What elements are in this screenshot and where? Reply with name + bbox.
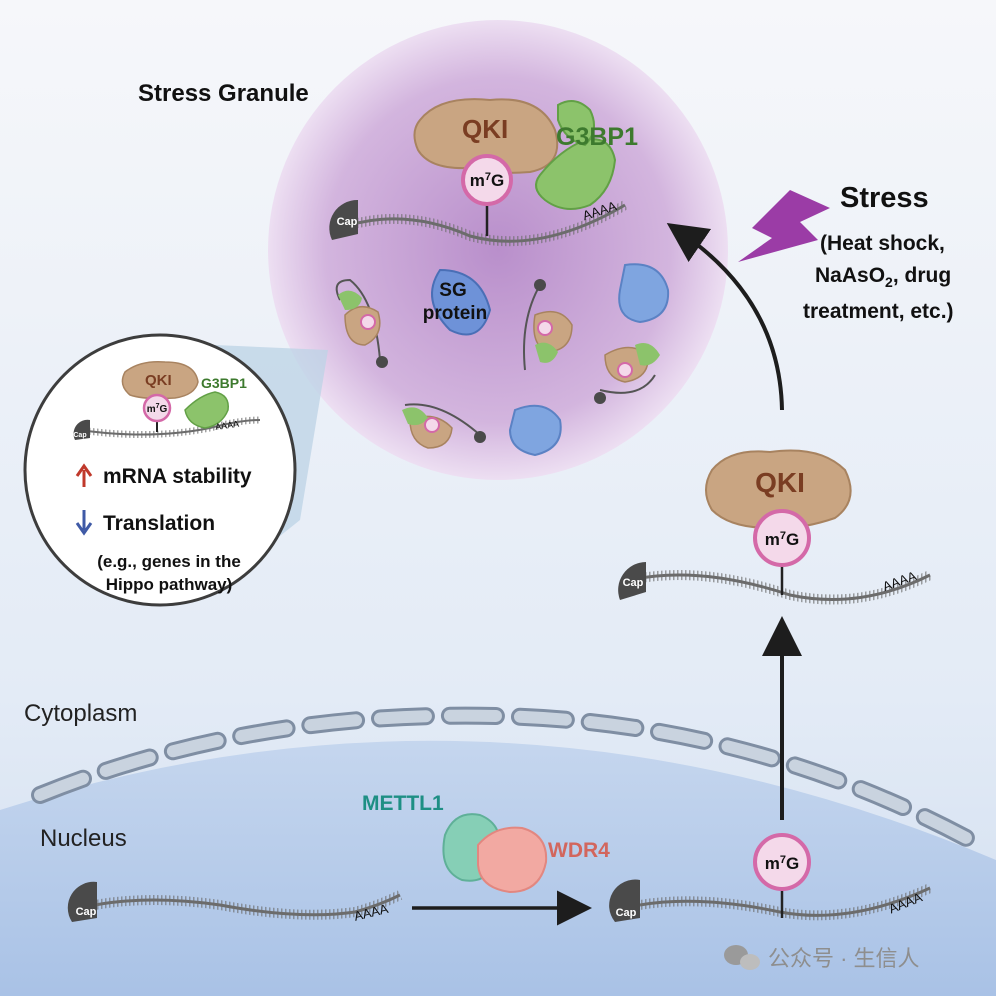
stress-detail-line2: NaAsO2, drug (815, 264, 951, 290)
qki-protein-blob (413, 98, 559, 174)
nuclear-envelope (31, 706, 979, 849)
stress-granule (268, 20, 728, 480)
cytoplasm-qki-complex (618, 449, 933, 605)
wdr4-protein-blob (477, 826, 548, 894)
inset-effect-translation: Translation (103, 512, 215, 535)
granule-qki-complex (329, 98, 628, 247)
m7g-marker-2 (753, 509, 811, 567)
inset-qki-label: QKI (145, 372, 172, 389)
inset-note-line1: (e.g., genes in the (97, 552, 241, 571)
nucleus-label: Nucleus (40, 825, 127, 852)
sg-protein-blob-3 (508, 404, 562, 457)
inset-m7g-label: m7G (147, 403, 168, 415)
inset-note-line2: Hippo pathway) (106, 575, 233, 594)
inset-cap-label: Cap (73, 432, 86, 439)
stress-detail-line3: treatment, etc.) (803, 300, 954, 323)
cap-shape-3 (67, 881, 97, 922)
stress-title: Stress (840, 182, 929, 214)
m7g-label: m7G (470, 171, 504, 190)
cap-label: Cap (337, 216, 358, 228)
m7g-marker-3 (753, 833, 811, 891)
cap-shape-2 (618, 562, 646, 600)
cytoplasm-label: Cytoplasm (24, 700, 137, 727)
wechat-icon (724, 945, 760, 970)
inset-g3bp1-blob (184, 391, 229, 429)
cytoplasm-m7g-label: m7G (765, 530, 799, 549)
qki-protein-blob-2 (705, 449, 852, 530)
cap-shape (329, 199, 358, 240)
sg-protein-label-line1: SG (439, 280, 466, 301)
nucleus-cap-label: Cap (76, 906, 97, 918)
up-arrow-icon (75, 463, 93, 487)
nucleus-cap-label-2: Cap (616, 907, 637, 919)
lightning-icon (738, 190, 830, 262)
m7g-marker (461, 154, 513, 206)
sg-protein-blob-2 (618, 263, 670, 324)
inset-effect-stability: mRNA stability (103, 465, 252, 488)
mettl1-label: METTL1 (362, 792, 444, 815)
g3bp1-label: G3BP1 (556, 123, 638, 151)
nucleus-m7g-label: m7G (765, 854, 799, 873)
nucleus-modified-mrna (609, 833, 933, 922)
nucleus-unmodified-mrna (67, 881, 403, 922)
stress-granule-label: Stress Granule (138, 80, 309, 107)
cap-shape-4 (609, 879, 640, 922)
inset-m7g-marker (142, 393, 172, 423)
qki-label: QKI (462, 114, 508, 144)
sg-protein-blob (431, 268, 492, 336)
inset-polya-label: AAAA (214, 419, 239, 432)
inset-cap-shape (73, 419, 90, 440)
granule-small-complexes (335, 263, 670, 457)
cytoplasm-qki-label: QKI (755, 467, 805, 498)
stress-arrow (666, 222, 784, 411)
inset-g3bp1-label: G3BP1 (201, 375, 247, 391)
inset-qki-blob (121, 360, 199, 400)
mettl1-wdr4-complex (442, 813, 548, 894)
sg-protein-label-line2: protein (423, 303, 487, 324)
cytoplasm-cap-label: Cap (623, 577, 644, 589)
stress-detail-line1: (Heat shock, (820, 232, 945, 255)
inset-zoom (23, 333, 297, 607)
down-arrow-icon (75, 510, 93, 536)
wdr4-label: WDR4 (548, 839, 610, 862)
watermark-text: 公众号 · 生信人 (768, 946, 920, 971)
